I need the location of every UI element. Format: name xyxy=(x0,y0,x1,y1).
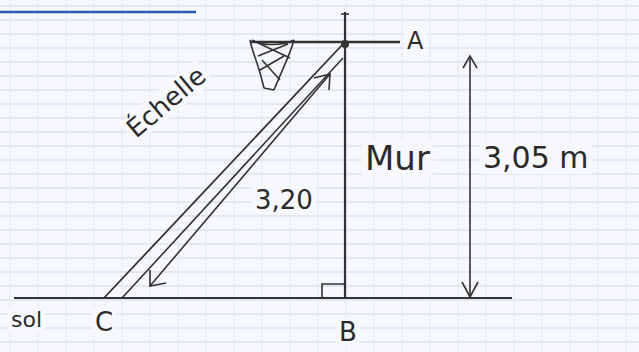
grid-line xyxy=(0,118,639,119)
grid-line xyxy=(0,48,639,49)
grid-line xyxy=(0,342,639,343)
grid-line xyxy=(346,0,347,352)
grid-line xyxy=(0,300,639,301)
grid-line xyxy=(0,34,639,35)
grid-line xyxy=(0,202,639,203)
ladder-rail xyxy=(104,44,343,298)
grid-line xyxy=(0,132,639,133)
grid-line xyxy=(262,0,263,352)
grid-line xyxy=(598,0,599,352)
grid-line xyxy=(402,0,403,352)
point-label: A xyxy=(404,28,426,54)
grid-line xyxy=(178,0,179,352)
grid-line xyxy=(38,0,39,352)
grid-line xyxy=(150,0,151,352)
grid-line xyxy=(0,104,639,105)
ground-line xyxy=(14,297,512,299)
grid-line xyxy=(0,20,639,21)
grid-line xyxy=(0,244,639,245)
basketball-hoop xyxy=(250,40,294,90)
grid-line xyxy=(0,188,639,189)
grid-line xyxy=(206,0,207,352)
length-label: 3,20 xyxy=(252,186,316,214)
grid-line xyxy=(542,0,543,352)
point-label: B xyxy=(336,318,360,346)
arrowhead xyxy=(150,270,166,286)
ladder-label: Échelle xyxy=(119,59,213,144)
wall-label: Mur xyxy=(362,140,433,176)
grid-line xyxy=(0,216,639,217)
grid-line xyxy=(318,0,319,352)
ground-label: sol xyxy=(8,308,45,332)
grid-line xyxy=(0,272,639,273)
grid-line xyxy=(374,0,375,352)
grid-line xyxy=(0,258,639,259)
grid-line xyxy=(0,62,639,63)
grid-line xyxy=(626,0,627,352)
arrowhead xyxy=(314,74,330,90)
grid-line xyxy=(10,0,11,352)
arrowhead xyxy=(463,56,477,68)
right-angle-mark xyxy=(322,284,345,298)
hoop-bar xyxy=(250,41,400,43)
margin-line xyxy=(0,11,196,14)
grid-line xyxy=(0,6,639,7)
grid-line xyxy=(430,0,431,352)
arrowhead xyxy=(462,282,478,297)
grid-line xyxy=(570,0,571,352)
grid-line xyxy=(0,230,639,231)
grid-line xyxy=(0,286,639,287)
grid-line xyxy=(122,0,123,352)
height-label: 3,05 m xyxy=(480,142,592,174)
point-label: C xyxy=(92,308,116,336)
grid-line xyxy=(66,0,67,352)
grid-line xyxy=(0,90,639,91)
wall-top xyxy=(341,13,349,15)
grid-line xyxy=(458,0,459,352)
dimension-arrow xyxy=(469,56,471,297)
grid-line xyxy=(94,0,95,352)
wall-line xyxy=(344,12,346,298)
grid-line xyxy=(514,0,515,352)
grid-line xyxy=(486,0,487,352)
